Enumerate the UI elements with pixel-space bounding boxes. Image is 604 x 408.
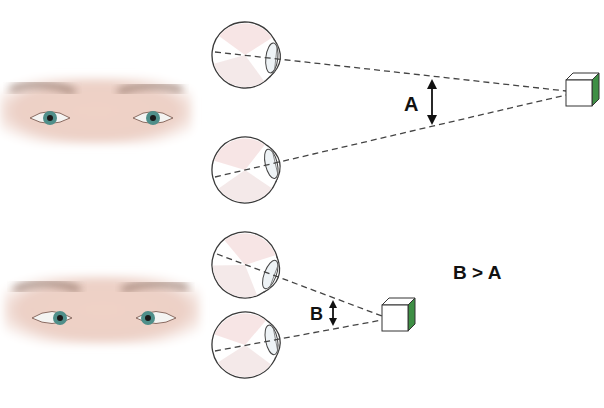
face-photo-bottom [4, 276, 200, 344]
angle-label: A [404, 94, 418, 114]
face-photo-top [0, 78, 192, 144]
angle-arrow [329, 79, 437, 326]
cube-target-near [382, 298, 415, 331]
eyeball [202, 19, 289, 384]
sight-line [215, 52, 566, 351]
cube-target-far [566, 73, 599, 106]
angle-label: B [310, 305, 323, 323]
comparison-label: B > A [453, 263, 501, 282]
